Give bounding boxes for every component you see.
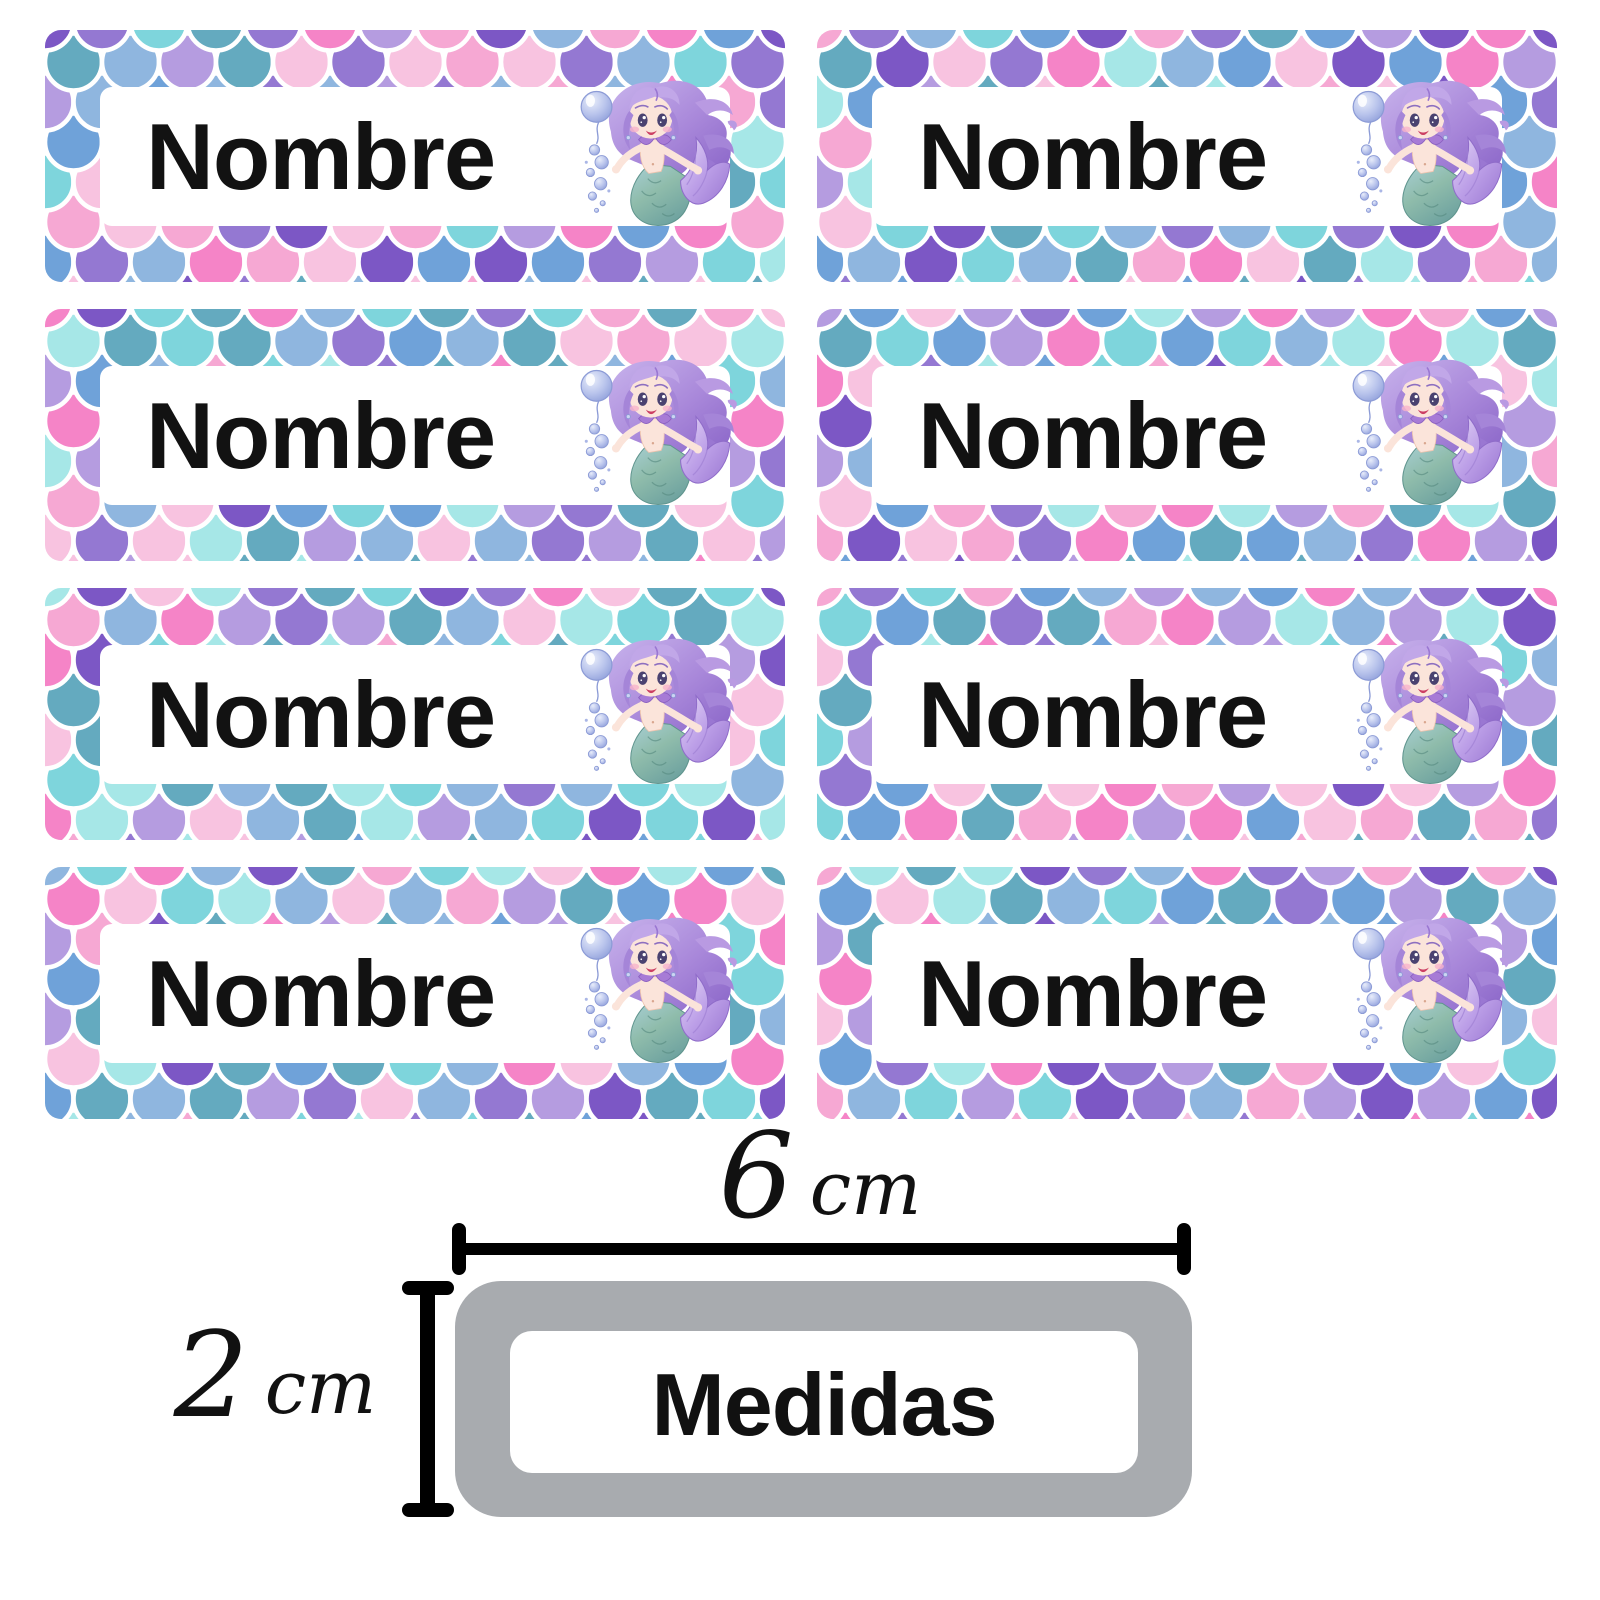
measures-example-sticker: Medidas: [455, 1281, 1192, 1517]
height-dimension-label: 2 cm: [150, 1286, 400, 1434]
mermaid-icon: [1346, 634, 1510, 788]
label-text: Nombre: [918, 103, 1268, 209]
label-text: Nombre: [146, 103, 496, 209]
label-name-area: Nombre: [100, 924, 730, 1063]
label-text: Nombre: [146, 382, 496, 488]
label-name-area: Nombre: [872, 366, 1502, 505]
label-text: Nombre: [146, 661, 496, 767]
mermaid-icon: [574, 355, 738, 509]
label-text: Nombre: [918, 661, 1268, 767]
name-label-sticker: Nombre: [45, 588, 785, 840]
mermaid-icon: [574, 634, 738, 788]
label-text: Nombre: [918, 382, 1268, 488]
label-name-area: Nombre: [100, 366, 730, 505]
name-label-sticker: Nombre: [45, 867, 785, 1119]
width-value: 6: [718, 1107, 794, 1245]
name-label-sticker: Nombre: [817, 588, 1557, 840]
height-dimension-line: [420, 1288, 435, 1510]
label-name-area: Nombre: [872, 924, 1502, 1063]
mermaid-icon: [1346, 76, 1510, 230]
label-name-area: Nombre: [872, 645, 1502, 784]
label-name-area: Nombre: [872, 87, 1502, 226]
width-line-right-endcap: [1177, 1223, 1191, 1275]
label-name-area: Nombre: [100, 87, 730, 226]
name-label-sticker: Nombre: [45, 30, 785, 282]
sticker-grid: Nombre Nombre Nombre Nombre: [45, 30, 1557, 1119]
height-line-bottom-endcap: [402, 1503, 454, 1517]
mermaid-icon: [1346, 355, 1510, 509]
name-label-sticker: Nombre: [817, 30, 1557, 282]
width-dimension-line: [459, 1243, 1184, 1255]
height-value: 2: [173, 1306, 249, 1444]
mermaid-icon: [1346, 913, 1510, 1067]
measures-label: Medidas: [651, 1355, 997, 1454]
name-label-sticker: Nombre: [817, 867, 1557, 1119]
label-text: Nombre: [146, 940, 496, 1046]
width-dimension-label: 6 cm: [470, 1083, 1170, 1235]
measures-inner-area: Medidas: [510, 1331, 1138, 1473]
name-label-sticker: Nombre: [817, 309, 1557, 561]
label-text: Nombre: [918, 940, 1268, 1046]
label-name-area: Nombre: [100, 645, 730, 784]
mermaid-icon: [574, 76, 738, 230]
height-unit: cm: [264, 1344, 377, 1431]
width-unit: cm: [809, 1145, 922, 1232]
mermaid-icon: [574, 913, 738, 1067]
name-label-sticker: Nombre: [45, 309, 785, 561]
